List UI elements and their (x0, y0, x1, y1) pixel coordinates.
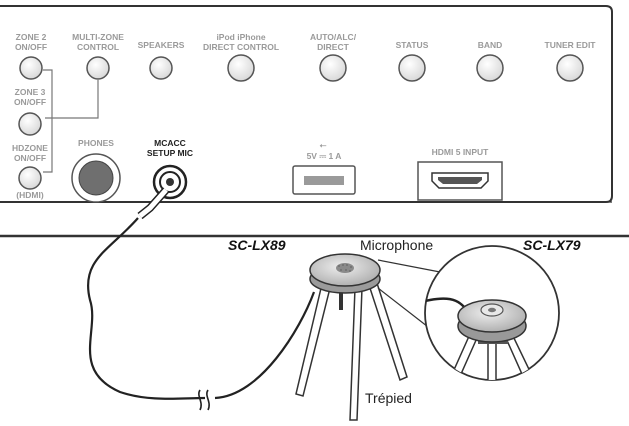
zone-bracket-lines (43, 69, 99, 173)
ipod-label-line1: iPod iPhone (216, 32, 265, 42)
cable-break-symbol (198, 389, 210, 411)
sc-lx79-zoom-inset (424, 245, 560, 381)
auto-label-line1: AUTO/ALC/ (310, 32, 357, 42)
zone2-button[interactable] (19, 56, 43, 80)
usb-rating-label: 5V ⎓ 1 A (307, 151, 342, 161)
status-label: STATUS (396, 40, 429, 50)
top-button-row (19, 54, 584, 82)
ipod-direct-control-button[interactable] (227, 54, 255, 82)
speakers-button[interactable] (149, 56, 173, 80)
multizone-label-line2: CONTROL (77, 42, 119, 52)
usb-port[interactable] (292, 165, 356, 195)
hdzone-label-line2: ON/OFF (14, 153, 46, 163)
band-label: BAND (478, 40, 503, 50)
hdmi-5-input-port[interactable] (417, 161, 503, 201)
top-button-labels: ZONE 2 ON/OFF MULTI-ZONE CONTROL SPEAKER… (15, 32, 596, 52)
speakers-label: SPEAKERS (138, 40, 185, 50)
zone3-button[interactable] (18, 112, 42, 136)
side-buttons (18, 112, 42, 190)
model-label-sc-lx89: SC-LX89 (228, 237, 286, 253)
auto-alc-direct-button[interactable] (319, 54, 347, 82)
microphone-cable (87, 187, 316, 400)
tuner-edit-button[interactable] (556, 54, 584, 82)
microphone-illustration (309, 253, 381, 294)
hdzone-label-line1: HDZONE (12, 143, 48, 153)
zoom-callout-lines (377, 259, 441, 331)
band-button[interactable] (476, 54, 504, 82)
tuner-edit-label: TUNER EDIT (545, 40, 597, 50)
phones-label: PHONES (78, 138, 114, 148)
multizone-control-button[interactable] (86, 56, 110, 80)
tripod-label: Trépied (365, 390, 412, 406)
zone2-label-line2: ON/OFF (15, 42, 47, 52)
mcacc-label-line1: MCACC (154, 138, 186, 148)
status-button[interactable] (398, 54, 426, 82)
phones-jack[interactable] (71, 153, 121, 203)
microphone-label: Microphone (360, 237, 433, 253)
auto-label-line2: DIRECT (317, 42, 349, 52)
mcacc-label-line2: SETUP MIC (147, 148, 193, 158)
hdmi-input-label: HDMI 5 INPUT (432, 147, 489, 157)
zone3-label-line2: ON/OFF (14, 97, 46, 107)
ipod-label-line2: DIRECT CONTROL (203, 42, 279, 52)
model-label-sc-lx79: SC-LX79 (523, 237, 581, 253)
hdzone-button[interactable] (18, 166, 42, 190)
zone3-label-line1: ZONE 3 (15, 87, 46, 97)
side-labels: ZONE 3 ON/OFF HDZONE ON/OFF (HDMI) (12, 87, 48, 200)
multizone-label-line1: MULTI-ZONE (72, 32, 124, 42)
zone2-label-line1: ZONE 2 (16, 32, 47, 42)
hdmi-label: (HDMI) (16, 190, 44, 200)
receiver-front-panel (0, 5, 629, 238)
usb-icon: ⭠ (320, 140, 328, 150)
